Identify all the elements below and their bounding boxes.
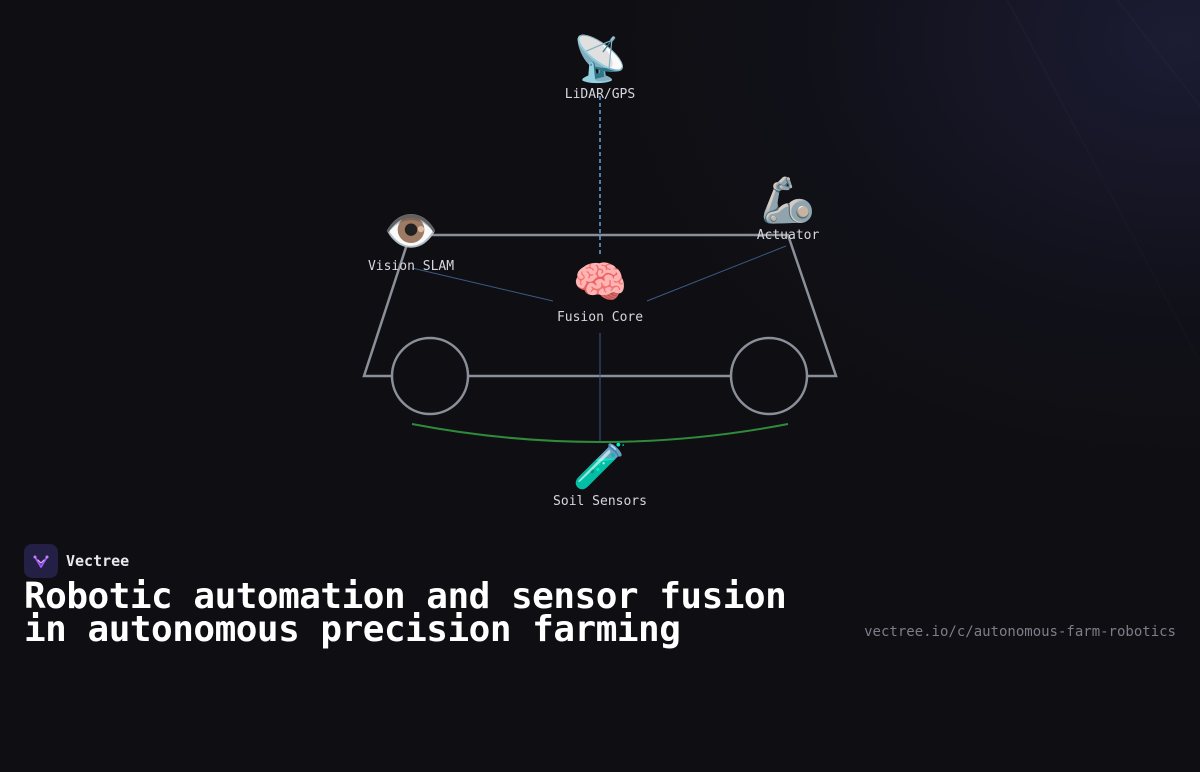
soil-node: 🧪 Soil Sensors bbox=[553, 441, 647, 510]
vision-label: Vision SLAM bbox=[367, 259, 455, 274]
page-title: Robotic automation and sensor fusion in … bbox=[24, 576, 787, 650]
eye-icon: 👁️ bbox=[383, 206, 439, 257]
robot-diagram bbox=[362, 96, 838, 443]
title-line-1: Robotic automation and sensor fusion bbox=[24, 576, 787, 617]
source-url: vectree.io/c/autonomous-farm-robotics bbox=[864, 624, 1176, 640]
satellite-dish-icon: 📡 bbox=[572, 34, 628, 85]
vehicle-body-outline bbox=[362, 233, 838, 378]
brand: Vectree bbox=[24, 544, 129, 578]
lidar-label: LiDAR/GPS bbox=[564, 87, 636, 102]
actuator-node: 🦾 Actuator bbox=[756, 175, 820, 244]
fusion-node: 🧠 Fusion Core bbox=[556, 257, 644, 326]
left-wheel bbox=[390, 336, 470, 416]
mechanical-arm-icon: 🦾 bbox=[760, 175, 816, 226]
vision-node: 👁️ Vision SLAM bbox=[367, 206, 455, 275]
brand-name: Vectree bbox=[66, 552, 130, 570]
lidar-node: 📡 LiDAR/GPS bbox=[564, 34, 636, 103]
soil-label: Soil Sensors bbox=[553, 494, 647, 509]
right-wheel bbox=[729, 336, 809, 416]
test-tube-icon: 🧪 bbox=[572, 441, 628, 492]
title-line-2: in autonomous precision farming bbox=[24, 609, 681, 650]
actuator-to-fusion-link bbox=[646, 245, 787, 302]
vectree-logo-icon bbox=[24, 544, 58, 578]
vision-to-fusion-link bbox=[411, 267, 554, 302]
actuator-label: Actuator bbox=[756, 228, 820, 243]
brain-icon: 🧠 bbox=[572, 257, 628, 308]
fusion-label: Fusion Core bbox=[556, 310, 644, 325]
